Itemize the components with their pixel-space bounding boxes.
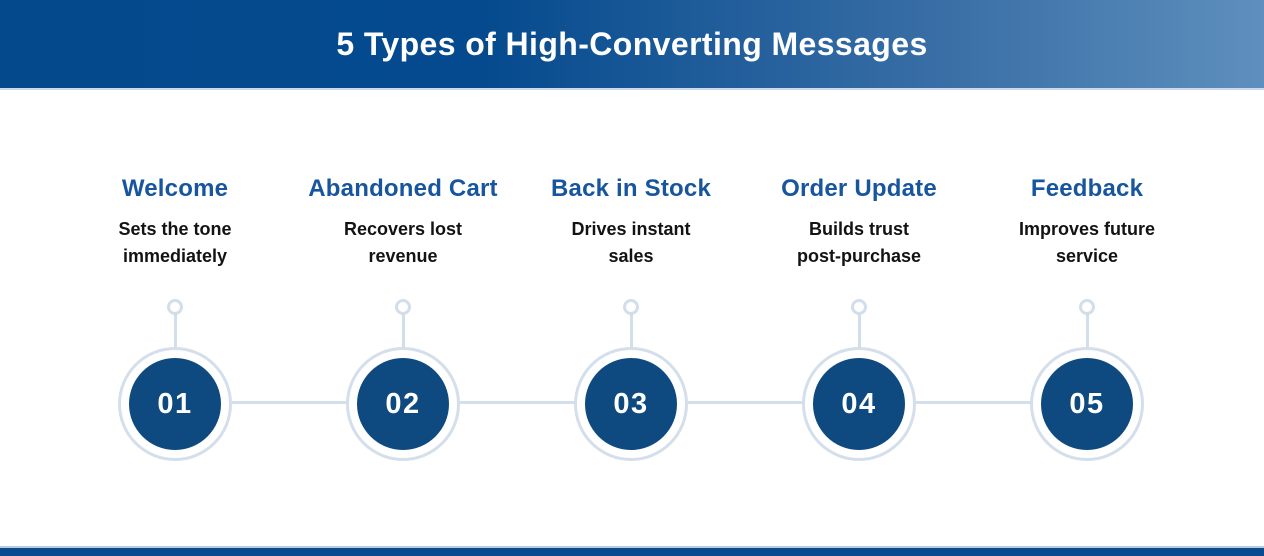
header-divider (0, 88, 1264, 90)
timeline-node-3: 03 (574, 299, 688, 461)
node-number: 02 (385, 387, 421, 420)
node-circle: 03 (585, 358, 677, 450)
card-title: Order Update (781, 175, 937, 202)
card-title: Abandoned Cart (308, 175, 498, 202)
node-ring: 01 (118, 347, 232, 461)
card-title: Back in Stock (551, 175, 711, 202)
card-abandoned-cart: Abandoned Cart Recovers lost revenue (289, 174, 517, 270)
timeline-node-1: 01 (118, 299, 232, 461)
node-stem-line (173, 313, 177, 351)
card-description-line1: Builds trust (808, 219, 909, 239)
node-number: 04 (841, 387, 877, 420)
node-ring: 02 (346, 347, 460, 461)
header-banner: 5 Types of High-Converting Messages (0, 0, 1264, 88)
node-ring: 04 (802, 347, 916, 461)
card-description: Drives instant sales (517, 216, 745, 270)
card-title: Feedback (1030, 175, 1144, 202)
node-stem-line (401, 313, 405, 351)
timeline-node-4: 04 (802, 299, 916, 461)
page-title: 5 Types of High-Converting Messages (336, 25, 928, 62)
node-circle: 05 (1041, 358, 1133, 450)
card-description: Sets the tone immediately (61, 216, 289, 270)
card-back-in-stock: Back in Stock Drives instant sales (517, 174, 745, 270)
node-circle: 02 (357, 358, 449, 450)
card-description-line2: service (1055, 246, 1119, 266)
node-number: 05 (1069, 387, 1105, 420)
footer-bar (0, 548, 1264, 556)
card-description: Improves future service (973, 216, 1201, 270)
node-number: 01 (157, 387, 193, 420)
card-description-line2: sales (608, 246, 654, 266)
card-description-line2: revenue (368, 246, 438, 266)
card-welcome: Welcome Sets the tone immediately (61, 174, 289, 270)
timeline-node-2: 02 (346, 299, 460, 461)
card-description: Builds trust post-purchase (745, 216, 973, 270)
node-number: 03 (613, 387, 649, 420)
node-circle: 04 (813, 358, 905, 450)
card-feedback: Feedback Improves future service (973, 174, 1201, 270)
card-description-line2: immediately (122, 246, 228, 266)
card-title: Welcome (121, 175, 229, 202)
card-description-line1: Recovers lost (343, 219, 463, 239)
card-description: Recovers lost revenue (289, 216, 517, 270)
card-description-line1: Sets the tone (118, 219, 232, 239)
cards-row: Welcome Sets the tone immediately Abando… (61, 174, 1201, 270)
node-circle: 01 (129, 358, 221, 450)
card-description-line2: post-purchase (796, 246, 922, 266)
node-stem-line (1085, 313, 1089, 351)
node-stem-line (629, 313, 633, 351)
card-description-line1: Improves future (1018, 219, 1156, 239)
card-order-update: Order Update Builds trust post-purchase (745, 174, 973, 270)
node-ring: 05 (1030, 347, 1144, 461)
timeline-node-5: 05 (1030, 299, 1144, 461)
node-ring: 03 (574, 347, 688, 461)
card-description-line1: Drives instant (571, 219, 691, 239)
footer-accent-line (0, 546, 1264, 548)
node-stem-line (857, 313, 861, 351)
